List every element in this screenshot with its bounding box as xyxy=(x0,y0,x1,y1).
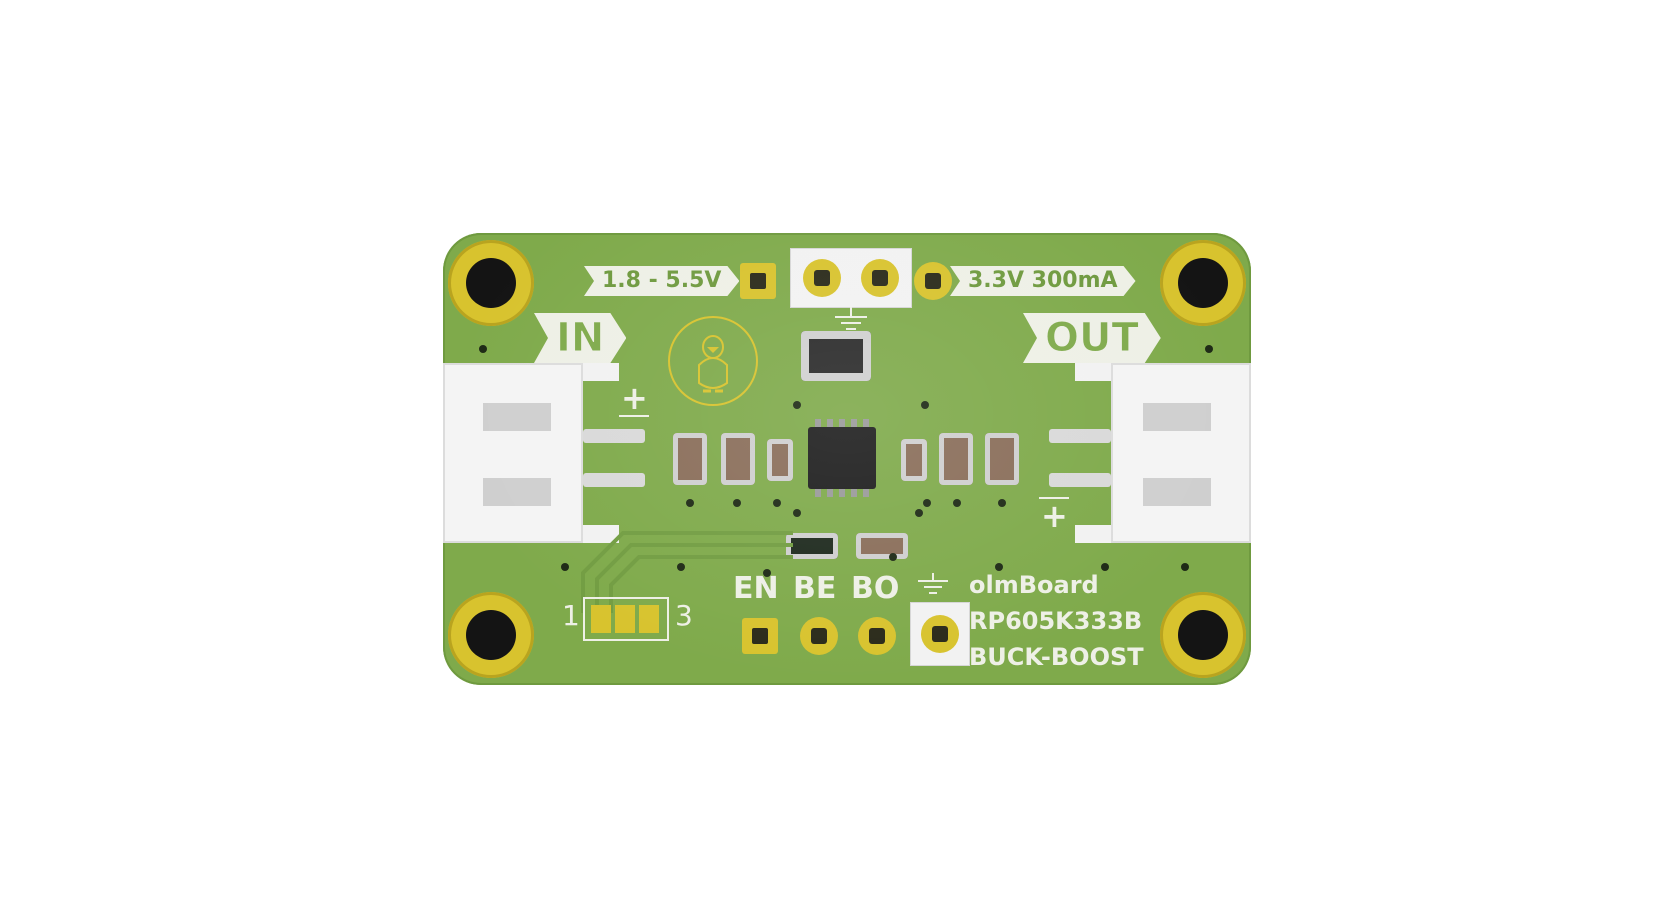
output-plus-label: + xyxy=(1041,497,1068,535)
resistor-r1 xyxy=(767,439,793,481)
ground-symbol-icon xyxy=(835,307,867,330)
out-arrow-label: OUT xyxy=(1023,313,1161,363)
inductor xyxy=(801,331,871,381)
output-pin-1 xyxy=(1049,429,1111,443)
jumper-pin-1-label: 1 xyxy=(562,599,580,632)
pcb-board: 1.8 - 5.5V 3.3V 300mA IN OUT + xyxy=(443,233,1251,685)
mounting-hole-top-left xyxy=(448,240,534,326)
trace-pattern xyxy=(581,531,793,613)
ground-symbol-icon xyxy=(918,573,948,594)
regulator-ic xyxy=(808,427,876,489)
input-pin-1 xyxy=(583,429,645,443)
input-voltage-label: 1.8 - 5.5V xyxy=(584,266,739,296)
header-pin-1 xyxy=(803,259,841,297)
output-rating-label: 3.3V 300mA xyxy=(950,266,1136,296)
mounting-hole-top-right xyxy=(1160,240,1246,326)
mode-label-bo: BO xyxy=(851,571,900,606)
output-connector xyxy=(1111,363,1251,543)
mounting-hole-bottom-right xyxy=(1160,592,1246,678)
vin-pad xyxy=(740,263,776,299)
in-arrow-label: IN xyxy=(534,313,626,363)
part-number-label: RP605K333B xyxy=(969,607,1143,635)
jumper-pin-3-label: 3 xyxy=(675,599,693,632)
resistor-r4 xyxy=(856,533,908,559)
capacitor-c4 xyxy=(985,433,1019,485)
capacitor-c1 xyxy=(673,433,707,485)
gnd-pad xyxy=(921,615,959,653)
en-pad xyxy=(742,618,778,654)
capacitor-c3 xyxy=(939,433,973,485)
output-pin-2 xyxy=(1049,473,1111,487)
input-plus-label: + xyxy=(621,379,648,417)
resistor-r3 xyxy=(786,533,838,559)
resistor-r2 xyxy=(901,439,927,481)
bo-pad xyxy=(858,617,896,655)
brand-label: olmBoard xyxy=(969,571,1099,599)
input-pin-2 xyxy=(583,473,645,487)
input-connector xyxy=(443,363,583,543)
top-header xyxy=(791,249,911,307)
mounting-hole-bottom-left xyxy=(448,592,534,678)
be-pad xyxy=(800,617,838,655)
gnd-header xyxy=(911,603,969,665)
penguin-logo-icon xyxy=(668,316,758,406)
header-pin-2 xyxy=(861,259,899,297)
mode-label-en: EN xyxy=(733,571,779,606)
vout-pad xyxy=(914,262,952,300)
topology-label: BUCK-BOOST xyxy=(969,643,1144,671)
solder-jumper xyxy=(583,597,669,641)
mode-label-be: BE xyxy=(793,571,837,606)
capacitor-c2 xyxy=(721,433,755,485)
